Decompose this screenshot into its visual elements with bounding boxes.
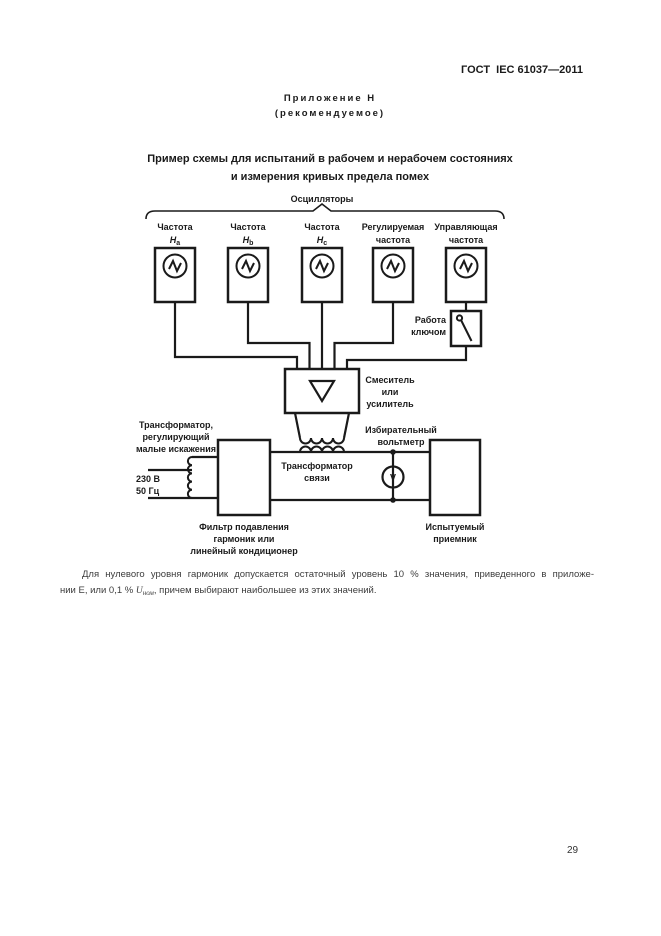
oscillator-4-label-line2: частота [376, 235, 411, 245]
oscillator-2-box [226, 246, 270, 304]
junction-dot-top [390, 449, 396, 455]
mixer-amplifier: Смеситель или усилитель [283, 367, 415, 415]
oscillator-2-symbol: H [243, 235, 250, 245]
coupling-transformer: Трансформатор связи [281, 412, 353, 483]
generator-icon [162, 253, 188, 279]
regulating-transformer: Трансформатор, регулирующий малые искаже… [136, 420, 218, 500]
oscillator-2-subscript: b [249, 240, 253, 247]
oscillator-1-symbol: H [170, 235, 177, 245]
mixer-label-line1: Смеситель [365, 375, 415, 385]
wire-key-to-mixer [345, 346, 468, 369]
filter-label-line2: гармоник или [214, 534, 275, 544]
junction-dot-bottom [390, 497, 396, 503]
oscillator-2-label: Частота [230, 222, 266, 232]
signal-wave-icon [386, 258, 400, 274]
doc-code: ГОСТ IEC 61037—2011 [461, 64, 583, 76]
filter-label-line1: Фильтр подавления [199, 522, 289, 532]
svg-text:Hc: Hc [317, 235, 328, 247]
receiver-label-line1: Испытуемый [426, 522, 485, 532]
receiver-box [428, 438, 482, 517]
key-switch-box [449, 309, 483, 348]
voltmeter-label-line2: вольтметр [377, 437, 425, 447]
generator-icon [235, 253, 261, 279]
footnote-line2: нии Е, или 0,1 % Uном, причем выбирают н… [60, 583, 594, 602]
oscillator-adjustable-frequency: Регулируемая частота [362, 222, 425, 304]
generator-icon [453, 253, 479, 279]
oscillator-3-label: Частота [304, 222, 340, 232]
oscillator-frequency-ha: Частота Ha [153, 222, 197, 304]
wire-oscillator-4 [333, 302, 395, 369]
amplifier-triangle-icon [308, 379, 336, 404]
mixer-label-line3: усилитель [366, 399, 414, 409]
oscillator-frequency-hc: Частота Hc [300, 222, 344, 304]
footnote-paragraph: Для нулевого уровня гармоник допускается… [60, 567, 594, 601]
footnote-line2-part1: нии Е, или 0,1 % [60, 584, 136, 596]
filter-box [216, 438, 272, 517]
oscillators-brace [145, 202, 505, 220]
oscillators-group-label: Осцилляторы [291, 194, 354, 204]
mains-frequency-label: 50 Гц [136, 486, 160, 496]
oscillator-1-box [153, 246, 197, 304]
receiver-label-line2: приемник [433, 534, 477, 544]
key-switch-label-line1: Работа [415, 315, 447, 325]
oscillator-frequency-hb: Частота Hb [226, 222, 270, 304]
oscillator-5-label-line1: Управляющая [434, 222, 497, 232]
regulating-coil [186, 456, 193, 499]
mixer-box [283, 367, 361, 415]
coupling-transformer-label-line2: связи [304, 473, 330, 483]
figure-title: Пример схемы для испытаний в рабочем и н… [65, 151, 595, 186]
generator-icon [309, 253, 335, 279]
funnel-right-side [342, 412, 351, 439]
signal-wave-icon [315, 258, 329, 274]
oscillator-1-label: Частота [157, 222, 193, 232]
signal-wave-icon [241, 258, 255, 274]
selective-voltmeter: Избирательный вольтметр V [365, 425, 437, 503]
wire-oscillator-2 [246, 302, 311, 369]
annex-heading: Приложение Н (рекомендуемое) [65, 91, 595, 121]
regulating-transformer-label-line2: регулирующий [142, 432, 209, 442]
figure-title-line2: и измерения кривых предела помех [230, 170, 430, 183]
regulating-transformer-label-line1: Трансформатор, [139, 420, 213, 430]
voltmeter-circle-icon [381, 465, 405, 489]
generator-icon [380, 253, 406, 279]
filter-label-line3: линейный кондиционер [190, 546, 298, 556]
key-switch: Работа ключом [411, 309, 483, 348]
coupling-transformer-label-line1: Трансформатор [281, 461, 353, 471]
signal-wave-icon [459, 258, 473, 274]
oscillator-5-box [444, 246, 488, 304]
voltmeter-label-line1: Избирательный [365, 425, 437, 435]
oscillator-control-frequency: Управляющая частота [434, 222, 498, 304]
harmonic-filter: Фильтр подавления гармоник или линейный … [190, 438, 298, 556]
mixer-label-line2: или [382, 387, 399, 397]
key-lever-icon [460, 319, 473, 342]
voltage-subscript: ном [142, 588, 154, 597]
regulating-transformer-label-line3: малые искажения [136, 444, 216, 454]
oscillator-3-symbol: H [317, 235, 324, 245]
oscillator-5-label-line2: частота [449, 235, 484, 245]
oscillator-4-box [371, 246, 415, 304]
voltage-symbol: U [135, 585, 143, 596]
key-icon [455, 314, 464, 322]
footnote-line2-part2: , причем выбирают наибольшее из этих зна… [153, 584, 377, 596]
funnel-left-side [293, 412, 302, 439]
signal-wave-icon [168, 258, 182, 274]
voltmeter-symbol: V [390, 473, 396, 483]
receiver-under-test: Испытуемый приемник [426, 438, 485, 544]
oscillator-3-subscript: c [323, 240, 327, 247]
circuit-diagram: Осцилляторы Частота Ha Частота Hb Частот… [136, 194, 505, 556]
figure-title-line1: Пример схемы для испытаний в рабочем и н… [147, 153, 513, 165]
annex-title: Приложение Н [283, 93, 377, 104]
oscillator-1-subscript: a [176, 240, 180, 247]
wire-oscillator-1 [173, 302, 299, 369]
transformer-primary-winding [299, 437, 345, 445]
oscillator-3-box [300, 246, 344, 304]
page-number: 29 [567, 845, 579, 856]
mains-voltage-label: 230 В [136, 474, 161, 484]
svg-text:Hb: Hb [243, 235, 254, 247]
key-switch-label-line2: ключом [411, 327, 446, 337]
annex-subtitle: (рекомендуемое) [274, 108, 386, 119]
oscillator-4-label-line1: Регулируемая [362, 222, 425, 232]
svg-text:Ha: Ha [170, 235, 181, 247]
footnote-line1: Для нулевого уровня гармоник допускается… [82, 569, 594, 580]
